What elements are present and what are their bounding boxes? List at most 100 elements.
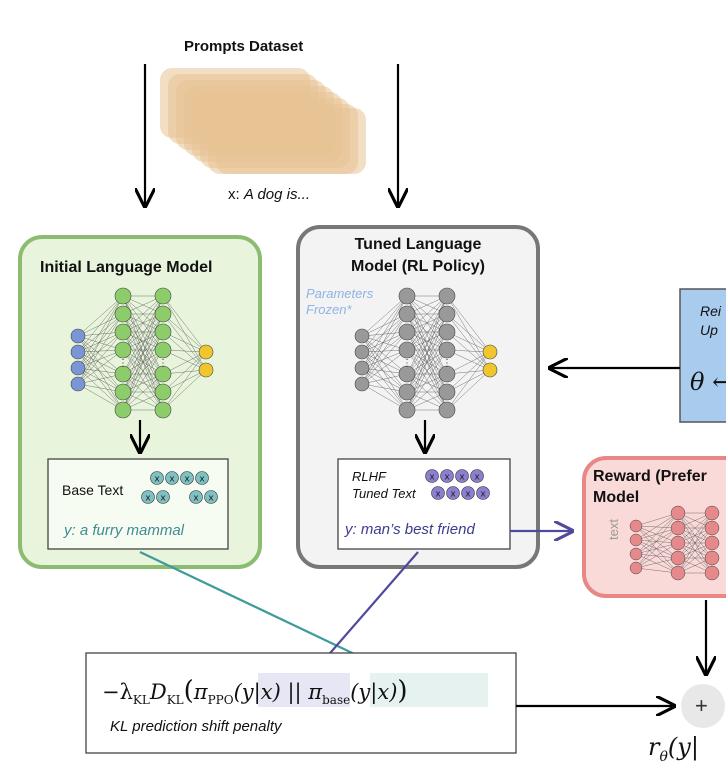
tuned-hidden-node xyxy=(438,401,456,419)
reward-hidden-node xyxy=(670,535,686,551)
rlhf-token-glyph: x xyxy=(480,490,486,500)
base-token-glyph: x xyxy=(145,494,151,504)
base-token-glyph: x xyxy=(193,494,199,504)
initial-ellipsis: ⋮ xyxy=(158,358,168,369)
kl-ppo-cond: (y|x) xyxy=(233,680,281,704)
initial-network-icon: ⋮⋮ xyxy=(70,287,214,419)
prompt-example: A dog is... xyxy=(243,186,310,203)
tuned-output-node xyxy=(482,362,498,378)
reward-network-icon xyxy=(629,505,720,581)
rlhf-token xyxy=(431,486,445,500)
initial-input-node xyxy=(70,376,86,392)
initial-output-node xyxy=(198,344,214,360)
kl-base-sub: base xyxy=(322,693,351,708)
base-token xyxy=(141,490,155,504)
rlhf-token-glyph: x xyxy=(435,490,441,500)
base-token-glyph: x xyxy=(199,475,205,485)
initial-input-node xyxy=(70,360,86,376)
tuned-hidden-node xyxy=(398,341,416,359)
rlhf-token xyxy=(425,469,439,483)
reward-hidden-node xyxy=(670,520,686,536)
initial-hidden-node xyxy=(114,323,132,341)
kl-pi-base: π xyxy=(308,680,323,704)
base-text-label: Base Text xyxy=(62,482,124,498)
tuned-hidden-node xyxy=(438,305,456,323)
rlhf-token-glyph: x xyxy=(444,473,450,483)
kl-pi-ppo: π xyxy=(193,680,208,704)
rlhf-label-line2: Tuned Text xyxy=(352,486,416,501)
tuned-hidden-node xyxy=(438,365,456,383)
base-token xyxy=(150,471,164,485)
update-box xyxy=(679,288,726,423)
rlhf-token xyxy=(446,486,460,500)
tuned-hidden-node xyxy=(398,323,416,341)
initial-hidden-node xyxy=(114,401,132,419)
initial-hidden-node xyxy=(114,305,132,323)
base-output-text: y: a furry mammal xyxy=(64,522,185,539)
initial-hidden-node xyxy=(154,341,172,359)
kl-lambda: −λ xyxy=(102,680,133,704)
dataset-title: Prompts Dataset xyxy=(184,38,304,55)
kl-d-sub: KL xyxy=(166,693,184,708)
rlhf-token xyxy=(476,486,490,500)
tuned-ellipsis: ⋮ xyxy=(402,358,412,369)
base-token-glyph: x xyxy=(154,475,160,485)
initial-hidden-node xyxy=(154,287,172,305)
tuned-hidden-node xyxy=(398,365,416,383)
tuned-hidden-node xyxy=(398,401,416,419)
reward-input-node xyxy=(629,561,643,575)
rlhf-output-text: y: man’s best friend xyxy=(345,521,475,538)
reward-hidden-node xyxy=(670,550,686,566)
base-token-glyph: x xyxy=(160,494,166,504)
ppo-highlight xyxy=(258,673,350,707)
base-token-glyph: x xyxy=(169,475,175,485)
rlhf-token xyxy=(440,469,454,483)
reward-model-title-line2: Model xyxy=(593,489,640,506)
prompt-paper-stack-icon xyxy=(160,68,366,174)
initial-hidden-node xyxy=(154,305,172,323)
tuned-hidden-node xyxy=(398,287,416,305)
tuned-hidden-node xyxy=(398,305,416,323)
reward-side-label: text xyxy=(606,519,621,540)
initial-hidden-node xyxy=(114,287,132,305)
rlhf-token xyxy=(455,469,469,483)
tuned-network-icon: ⋮⋮ xyxy=(354,287,498,419)
initial-hidden-node xyxy=(114,341,132,359)
reward-input-node xyxy=(629,547,643,561)
tuned-output-node xyxy=(482,344,498,360)
kl-separator: || xyxy=(287,680,302,704)
kl-d: D xyxy=(149,680,167,704)
prompt-text: x: A dog is... xyxy=(228,186,310,203)
reward-model-title-line1: Reward (Prefer xyxy=(593,468,707,485)
reward-hidden-node xyxy=(704,505,720,521)
tuned-input-node xyxy=(354,328,370,344)
reward-hidden-node xyxy=(704,550,720,566)
initial-hidden-node xyxy=(154,323,172,341)
kl-formula: −λKLDKL(πPPO(y|x) || πbase(y|x)) xyxy=(102,676,408,707)
base-token xyxy=(180,471,194,485)
base-token xyxy=(195,471,209,485)
base-token xyxy=(204,490,218,504)
rlhf-token-glyph: x xyxy=(459,473,465,483)
initial-model-title: Initial Language Model xyxy=(40,259,213,276)
tuned-model-title-line2: Model (RL Policy) xyxy=(351,258,485,275)
rlhf-token-glyph: x xyxy=(429,473,435,483)
kl-lambda-sub: KL xyxy=(132,693,150,708)
reward-hidden-node xyxy=(704,535,720,551)
base-token-glyph: x xyxy=(208,494,214,504)
initial-input-node xyxy=(70,344,86,360)
update-box-line2: Up xyxy=(700,322,718,338)
tuned-input-node xyxy=(354,360,370,376)
reward-input-node xyxy=(629,533,643,547)
reward-hidden-node xyxy=(704,520,720,536)
base-token xyxy=(156,490,170,504)
rlhf-label-line1: RLHF xyxy=(352,469,386,484)
tuned-hidden-node xyxy=(438,341,456,359)
frozen-label-line1: Parameters xyxy=(306,286,374,301)
kl-base-cond: (y|x) xyxy=(350,680,398,704)
initial-output-node xyxy=(198,362,214,378)
tuned-ellipsis: ⋮ xyxy=(442,358,452,369)
